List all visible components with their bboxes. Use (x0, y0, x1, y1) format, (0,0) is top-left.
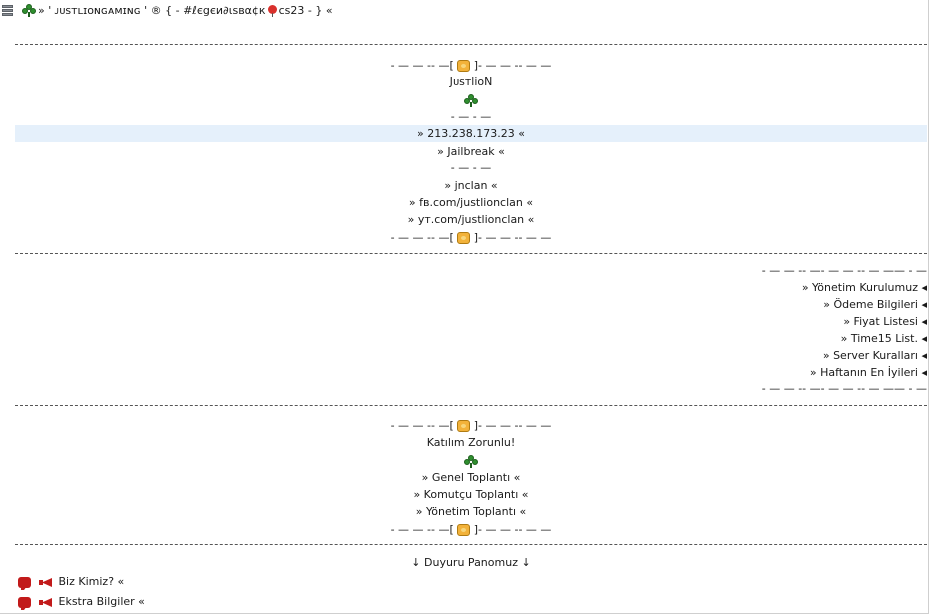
lion-icon (457, 232, 471, 244)
channel-row-item[interactable]: » Haftanın En İyileri ◂ (809, 366, 927, 379)
clover-icon (464, 93, 478, 107)
channel-row-name[interactable]: JᴜsтlioN (449, 75, 493, 88)
dash-decoration: ]- — — -- — — (473, 419, 552, 432)
channel-title-row[interactable]: » ' ᴊᴜsᴛʟɪᴏɴɢᴀᴍɪɴɢ ' ® { - #ℓєgєи∂ιѕвα¢к… (0, 0, 929, 24)
channel-row-dashes[interactable]: - — — -- —- — — -- — —— - — (761, 382, 927, 395)
channel-row-item[interactable]: » Fiyat Listesi ◂ (843, 315, 927, 328)
channel-row[interactable]: - — — -- —[ ]- — — -- — — (15, 229, 927, 246)
channel-row-item[interactable]: » Ödeme Bilgileri ◂ (823, 298, 927, 311)
lion-icon (457, 60, 471, 72)
channel-title[interactable]: » ' ᴊᴜsᴛʟɪᴏɴɢᴀᴍɪɴɢ ' ® { - #ℓєgєи∂ιѕвα¢к… (22, 4, 333, 17)
separator-line (15, 44, 927, 45)
lion-icon (457, 524, 471, 536)
channel-row-item[interactable]: » Yönetim Toplantı « (415, 505, 527, 518)
channel-row-link[interactable]: » jnclan « (444, 179, 498, 192)
dash-decoration: - — — -- —[ (390, 231, 454, 244)
channel-row-title[interactable]: Katılım Zorunlu! (426, 436, 516, 449)
dash-decoration: ]- — — -- — — (473, 59, 552, 72)
channel-row-link[interactable]: » yт.com/justlionclan « (407, 213, 535, 226)
dash-decoration: - — — -- —[ (390, 523, 454, 536)
channel-row-item[interactable]: » Server Kuralları ◂ (822, 349, 927, 362)
channel-label: Biz Kimiz? « (58, 575, 125, 588)
channel-row-item[interactable]: » Yönetim Kurulumuz ◂ (801, 281, 927, 294)
channel-row-spacer[interactable]: - — - — (450, 110, 492, 123)
separator-line (15, 405, 927, 406)
balloon-icon (267, 5, 277, 17)
channel-row-icon[interactable] (15, 91, 927, 108)
speech-bubble-icon (18, 596, 31, 610)
channel-row-spacer[interactable]: - — - — (450, 161, 492, 174)
channel-row-item[interactable]: » Time15 List. ◂ (840, 332, 927, 345)
channel-row-dashes[interactable]: - — — -- —- — — -- — —— - — (761, 264, 927, 277)
channel-row[interactable]: - — — -- —[ ]- — — -- — — (15, 521, 927, 538)
dash-decoration: - — — -- —[ (390, 59, 454, 72)
channel-row-biz-kimiz[interactable]: Biz Kimiz? « (18, 573, 930, 590)
channel-label: Ekstra Bilgiler « (58, 595, 145, 608)
megaphone-icon (39, 597, 52, 607)
speech-bubble-icon (18, 576, 31, 590)
separator-line (15, 253, 927, 254)
dash-decoration: ]- — — -- — — (473, 523, 552, 536)
channel-row-mode[interactable]: » Jailbreak « (437, 145, 505, 158)
channel-title-prefix: » ' ᴊᴜsᴛʟɪᴏɴɢᴀᴍɪɴɢ ' ® { - #ℓєgєи∂ιѕвα¢к (38, 4, 266, 17)
server-icon (2, 5, 13, 17)
channel-row-ip[interactable]: » 213.238.173.23 « (15, 125, 927, 142)
channel-row-icon[interactable] (15, 452, 927, 469)
separator-line (15, 544, 927, 545)
channel-row[interactable]: - — — -- —[ ]- — — -- — — (15, 57, 927, 74)
lion-icon (457, 420, 471, 432)
channel-row-ekstra[interactable]: Ekstra Bilgiler « (18, 593, 930, 610)
channel-row-board[interactable]: ↓ Duyuru Panomuz ↓ (411, 556, 531, 569)
dash-decoration: ]- — — -- — — (473, 231, 552, 244)
channel-title-suffix: cs23 - } « (278, 4, 333, 17)
channel-row-link[interactable]: » fв.com/justlionclan « (408, 196, 534, 209)
clover-icon (22, 4, 36, 17)
channel-row-item[interactable]: » Komutçu Toplantı « (413, 488, 529, 501)
channel-row-item[interactable]: » Genel Toplantı « (421, 471, 521, 484)
channel-row[interactable]: - — — -- —[ ]- — — -- — — (15, 417, 927, 434)
clover-icon (464, 454, 478, 468)
megaphone-icon (39, 577, 52, 587)
dash-decoration: - — — -- —[ (390, 419, 454, 432)
